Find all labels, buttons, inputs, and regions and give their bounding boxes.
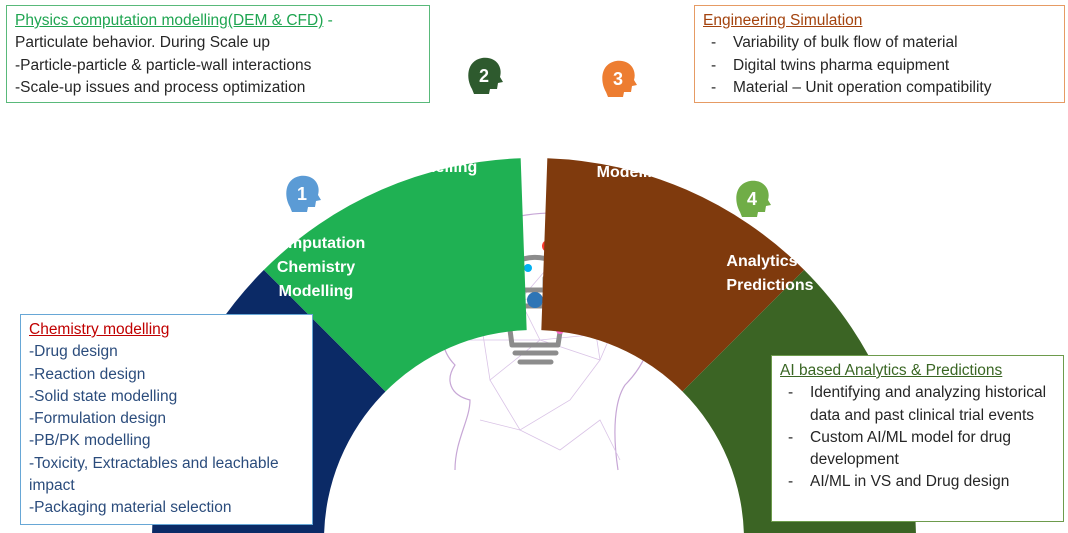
head-badge-3-icon: 3	[602, 60, 637, 97]
segment-1-line-3: Modelling	[279, 283, 354, 300]
head-badge-2-icon: 2	[468, 57, 503, 94]
arc-segment-2	[263, 158, 527, 392]
segment-1-line-2: Chemistry	[277, 259, 355, 276]
list-item: -Particle-particle & particle-wall inter…	[15, 56, 312, 74]
list-item: Identifying and analyzing historical dat…	[780, 382, 1055, 427]
list-item: Digital twins pharma equipment	[703, 55, 1056, 78]
segment-4-line-1: Analytics &	[726, 253, 814, 270]
head-badge-4-number: 4	[747, 189, 757, 209]
engineering-simulation-box: Engineering Simulation Variability of bu…	[694, 5, 1065, 103]
segment-3-line-3: Modelling	[597, 164, 672, 181]
physics-box-title: Physics computation modelling(DEM & CFD)	[15, 12, 324, 29]
physics-box-title-row: Physics computation modelling(DEM & CFD)…	[15, 10, 421, 32]
head-badge-1-icon: 1	[286, 175, 321, 212]
segment-4-label: Analytics & Predictions	[726, 253, 814, 294]
head-badge-4-icon: 4	[736, 180, 771, 217]
list-item: AI/ML in VS and Drug design	[780, 471, 1055, 494]
list-item: -Formulation design	[29, 410, 166, 428]
list-item: -Toxicity, Extractables and leachable im…	[29, 454, 279, 495]
arc-segment-3	[541, 158, 805, 392]
physics-modelling-box: Physics computation modelling(DEM & CFD)…	[6, 5, 430, 103]
segment-2-line-3: Modelling	[403, 159, 478, 176]
segment-3-label: Computation Engineering Modelling	[585, 116, 684, 181]
ai-box-title: AI based Analytics & Predictions	[780, 362, 1003, 379]
list-item: Particulate behavior. During Scale up	[15, 34, 271, 52]
segment-3-line-1: Computation	[585, 116, 684, 133]
list-item: -Scale-up issues and process optimizatio…	[15, 78, 306, 96]
physics-box-title-suffix: -	[323, 12, 333, 29]
engineering-box-list: Variability of bulk flow of material Dig…	[703, 32, 1056, 99]
segment-1-label: Computation Chemistry Modelling	[267, 235, 366, 300]
engineering-box-title: Engineering Simulation	[703, 12, 863, 29]
segment-3-line-2: Engineering	[588, 140, 680, 157]
list-item: -Solid state modelling	[29, 387, 178, 405]
list-item: Variability of bulk flow of material	[703, 32, 1056, 55]
segment-2-line-1: Computation	[391, 111, 490, 128]
head-badge-3-number: 3	[613, 69, 623, 89]
chemistry-modelling-box: Chemistry modelling -Drug design -Reacti…	[20, 314, 313, 525]
list-item: -Drug design	[29, 343, 118, 361]
chemistry-box-title: Chemistry modelling	[29, 321, 170, 338]
physics-box-list: Particulate behavior. During Scale up -P…	[15, 32, 421, 99]
head-badge-1-number: 1	[297, 184, 307, 204]
ai-analytics-box: AI based Analytics & Predictions Identif…	[771, 355, 1064, 522]
list-item: Custom AI/ML model for drug development	[780, 427, 1055, 472]
segment-1-line-1: Computation	[267, 235, 366, 252]
segment-2-line-2: Physics	[410, 135, 471, 152]
list-item: -Packaging material selection	[29, 499, 232, 517]
list-item: Material – Unit operation compatibility	[703, 77, 1056, 100]
head-badge-2-number: 2	[479, 66, 489, 86]
list-item: -PB/PK modelling	[29, 432, 151, 450]
chemistry-box-list: -Drug design -Reaction design -Solid sta…	[29, 341, 304, 519]
segment-2-label: Computation Physics Modelling	[391, 111, 490, 176]
segment-4-line-2: Predictions	[726, 277, 813, 294]
list-item: -Reaction design	[29, 365, 146, 383]
ai-box-list: Identifying and analyzing historical dat…	[780, 382, 1055, 494]
